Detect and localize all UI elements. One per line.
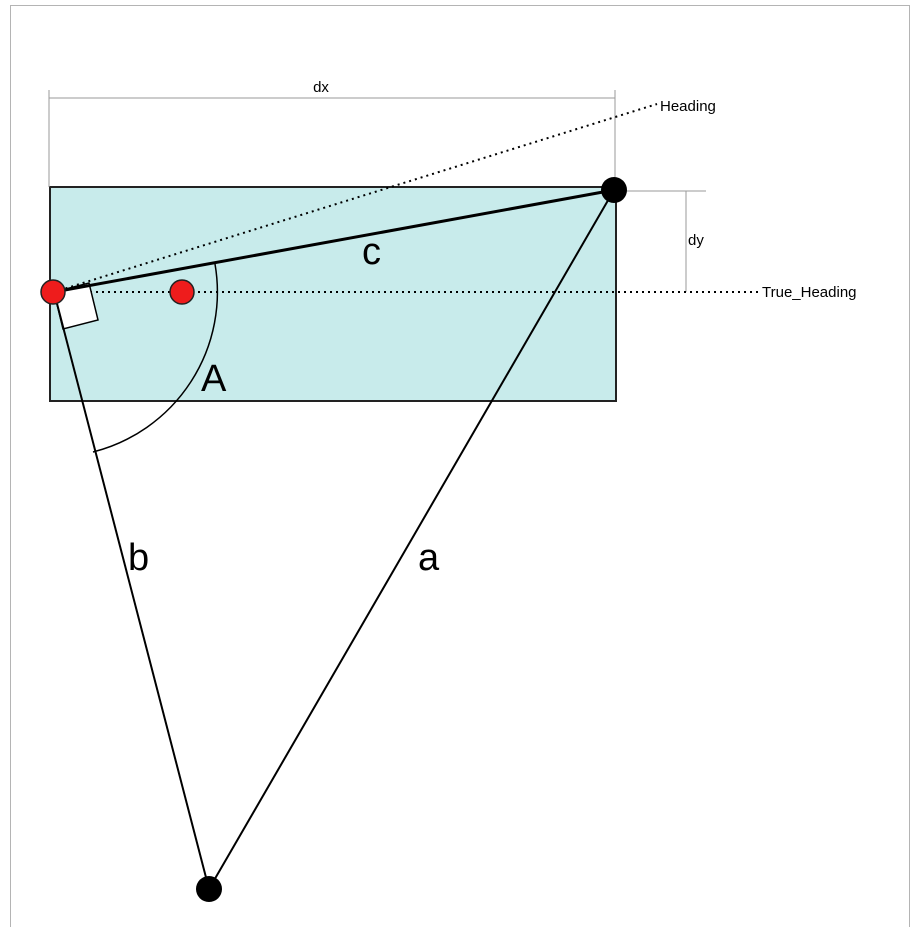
dx-label: dx <box>313 79 329 96</box>
black-point-bottom <box>196 876 222 902</box>
red-point-center <box>169 279 195 305</box>
red-point-origin <box>40 279 66 305</box>
side-b-line <box>53 291 210 890</box>
rectangle-box <box>49 186 617 402</box>
angle-a-arc <box>92 263 219 453</box>
angle-a-label: A <box>201 358 227 400</box>
side-a-label: a <box>418 537 440 579</box>
heading-label: Heading <box>660 98 716 115</box>
side-a-line <box>208 189 615 890</box>
dy-dimension <box>615 190 706 292</box>
black-point-top-right <box>601 177 627 203</box>
side-b-label: b <box>128 537 149 579</box>
side-c-line <box>53 188 615 294</box>
true-heading-label: True_Heading <box>762 284 857 301</box>
dy-label: dy <box>688 232 704 249</box>
diagram-frame <box>10 5 910 927</box>
dx-dimension <box>48 90 616 187</box>
side-c-label: c <box>362 231 381 273</box>
